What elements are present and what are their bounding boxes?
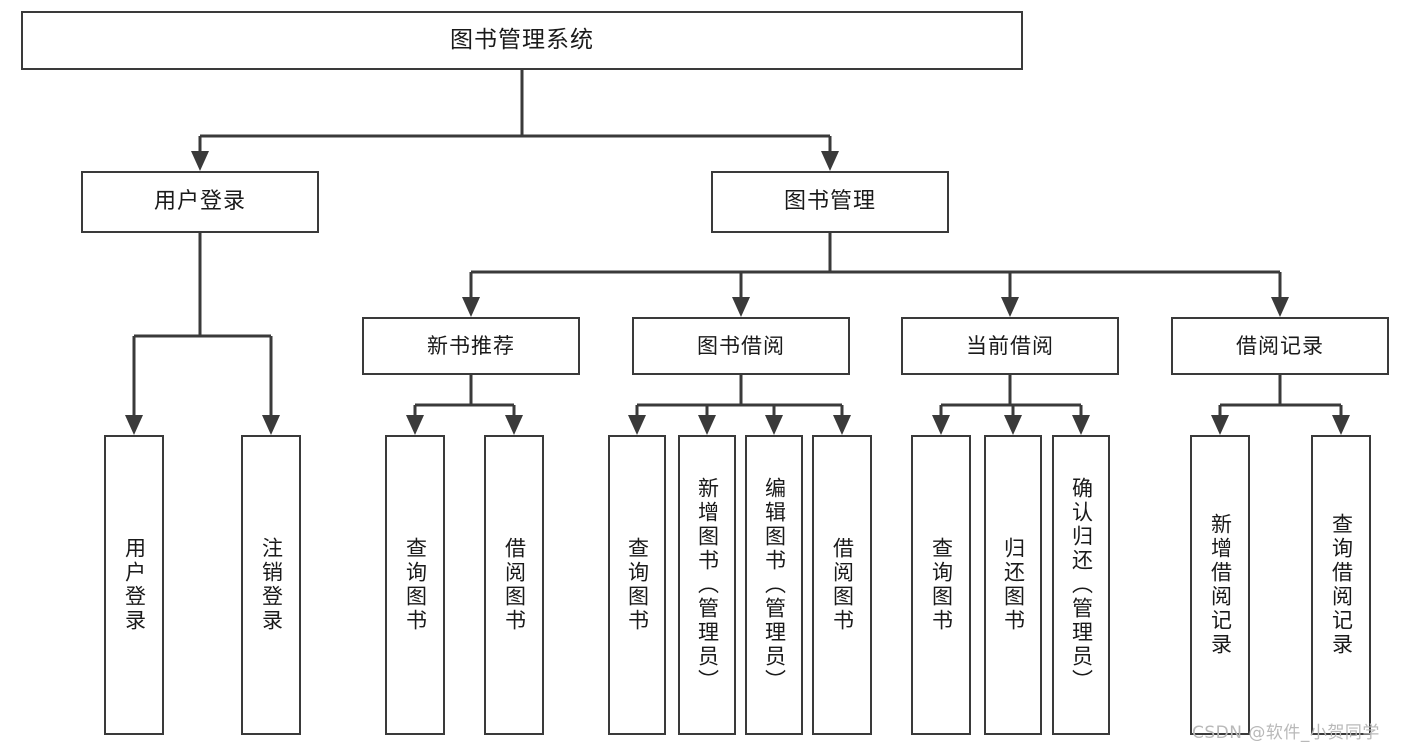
node-leaf-add-record-label: 新增借阅记录 — [1208, 513, 1233, 657]
node-leaf-user-logout[interactable]: 注销登录 — [241, 435, 301, 735]
node-book-manage[interactable]: 图书管理 — [711, 171, 949, 233]
node-leaf-edit-book[interactable]: 编辑图书（管理员） — [745, 435, 803, 735]
node-leaf-query-book-3[interactable]: 查询图书 — [911, 435, 971, 735]
node-borrow-record[interactable]: 借阅记录 — [1171, 317, 1389, 375]
node-leaf-add-book[interactable]: 新增图书（管理员） — [678, 435, 736, 735]
node-leaf-borrow-book-2-label: 借阅图书 — [830, 537, 855, 633]
node-root[interactable]: 图书管理系统 — [21, 11, 1023, 70]
node-book-borrow-label: 图书借阅 — [697, 333, 785, 358]
node-leaf-query-book-2[interactable]: 查询图书 — [608, 435, 666, 735]
node-leaf-edit-book-label: 编辑图书（管理员） — [762, 477, 787, 693]
node-current-borrow-label: 当前借阅 — [966, 333, 1054, 358]
node-leaf-borrow-book-2[interactable]: 借阅图书 — [812, 435, 872, 735]
node-new-book-rec[interactable]: 新书推荐 — [362, 317, 580, 375]
node-leaf-confirm-return[interactable]: 确认归还（管理员） — [1052, 435, 1110, 735]
node-leaf-query-book-3-label: 查询图书 — [929, 537, 954, 633]
node-leaf-query-book-1[interactable]: 查询图书 — [385, 435, 445, 735]
node-leaf-query-book-1-label: 查询图书 — [403, 537, 428, 633]
node-leaf-borrow-book-1-label: 借阅图书 — [502, 537, 527, 633]
node-leaf-user-login[interactable]: 用户登录 — [104, 435, 164, 735]
node-leaf-add-book-label: 新增图书（管理员） — [695, 477, 720, 693]
node-leaf-user-logout-label: 注销登录 — [259, 537, 284, 633]
node-leaf-confirm-return-label: 确认归还（管理员） — [1069, 477, 1094, 693]
node-leaf-query-record[interactable]: 查询借阅记录 — [1311, 435, 1371, 735]
node-leaf-return-book[interactable]: 归还图书 — [984, 435, 1042, 735]
node-leaf-borrow-book-1[interactable]: 借阅图书 — [484, 435, 544, 735]
node-leaf-query-record-label: 查询借阅记录 — [1329, 513, 1354, 657]
node-borrow-record-label: 借阅记录 — [1236, 333, 1324, 358]
node-current-borrow[interactable]: 当前借阅 — [901, 317, 1119, 375]
node-leaf-add-record[interactable]: 新增借阅记录 — [1190, 435, 1250, 735]
node-leaf-query-book-2-label: 查询图书 — [625, 537, 650, 633]
node-new-book-rec-label: 新书推荐 — [427, 333, 515, 358]
node-book-manage-label: 图书管理 — [783, 189, 876, 215]
node-root-label: 图书管理系统 — [450, 26, 594, 53]
node-leaf-user-login-label: 用户登录 — [122, 537, 147, 633]
node-user-login-label: 用户登录 — [153, 189, 246, 215]
node-leaf-return-book-label: 归还图书 — [1001, 537, 1026, 633]
csdn-watermark: CSDN @软件_小贺同学 — [1192, 723, 1380, 743]
node-user-login[interactable]: 用户登录 — [81, 171, 319, 233]
node-book-borrow[interactable]: 图书借阅 — [632, 317, 850, 375]
